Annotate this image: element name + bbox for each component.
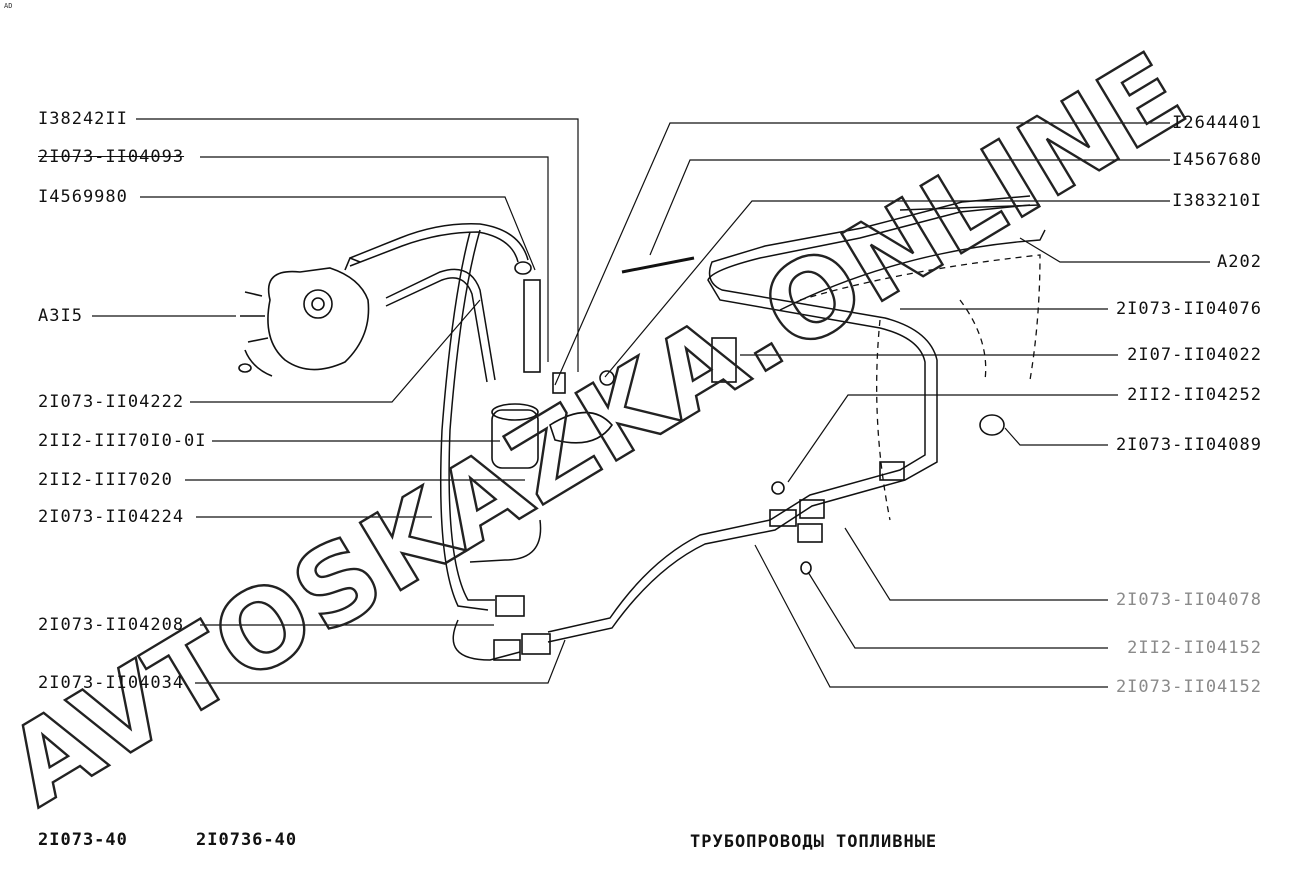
stud bbox=[621, 256, 695, 274]
leader-104252 bbox=[787, 394, 1118, 483]
leader-126444 bbox=[554, 122, 1170, 386]
leader-lines bbox=[92, 118, 1210, 688]
footer-model-a: 2I073-40 bbox=[38, 830, 128, 850]
label-104034: 2I073-II04034 bbox=[38, 673, 185, 693]
leader-104089 bbox=[1004, 427, 1108, 446]
label-104252: 2II2-II04252 bbox=[1127, 385, 1262, 405]
leader-456998 bbox=[140, 196, 536, 271]
label-104076: 2I073-II04076 bbox=[1115, 299, 1262, 319]
label-104152b: 2I073-II04152 bbox=[1115, 677, 1262, 697]
label-145676: I4567680 bbox=[1172, 150, 1262, 170]
label-104224: 2I073-II04224 bbox=[38, 507, 185, 527]
fuel-filter bbox=[491, 409, 539, 469]
filter-clamp bbox=[549, 411, 614, 444]
leader-104222 bbox=[190, 299, 481, 403]
leader-104093 bbox=[200, 156, 549, 362]
label-456998: I4569980 bbox=[38, 187, 128, 207]
leader-104152 bbox=[807, 571, 1108, 649]
fuel-tank bbox=[799, 254, 1041, 521]
leader-138321 bbox=[604, 200, 1170, 378]
label-117010: 2II2-III70I0-0I bbox=[38, 431, 207, 451]
label-104152: 2II2-II04152 bbox=[1127, 638, 1262, 658]
footer-title: ТРУБОПРОВОДЫ ТОПЛИВНЫЕ bbox=[690, 832, 938, 852]
retaining-bracket bbox=[711, 337, 737, 383]
corner-mark: AD bbox=[4, 2, 13, 10]
label-126444: I2644401 bbox=[1172, 113, 1262, 133]
label-104078: 2I073-II04078 bbox=[1115, 590, 1262, 610]
footer-model-b: 2I0736-40 bbox=[196, 830, 298, 850]
label-138242: I38242II bbox=[38, 109, 128, 129]
label-117020: 2II2-III7020 bbox=[38, 470, 173, 490]
filter-parts bbox=[491, 256, 1005, 661]
fuel-pump bbox=[238, 256, 370, 377]
tank-edge bbox=[779, 204, 1046, 311]
label-104222: 2I073-II04222 bbox=[38, 392, 185, 412]
label-a202: A202 bbox=[1217, 252, 1262, 272]
leader-104078 bbox=[844, 527, 1108, 601]
label-104022: 2I07-II04022 bbox=[1127, 345, 1262, 365]
grommet bbox=[979, 414, 1005, 436]
label-104093: 2I073-II04093 bbox=[38, 147, 185, 167]
label-104208: 2I073-II04208 bbox=[38, 615, 185, 635]
fuel-lines bbox=[349, 195, 1031, 661]
label-138321: I383210I bbox=[1172, 191, 1262, 211]
leader-104034 bbox=[195, 639, 566, 684]
label-a315: A3I5 bbox=[38, 306, 83, 326]
bracket bbox=[523, 279, 541, 373]
leader-138242 bbox=[136, 118, 579, 372]
leader-a202 bbox=[1019, 237, 1210, 263]
leader-104152b bbox=[754, 544, 1108, 688]
leader-145676 bbox=[649, 159, 1170, 256]
label-104089: 2I073-II04089 bbox=[1115, 435, 1262, 455]
